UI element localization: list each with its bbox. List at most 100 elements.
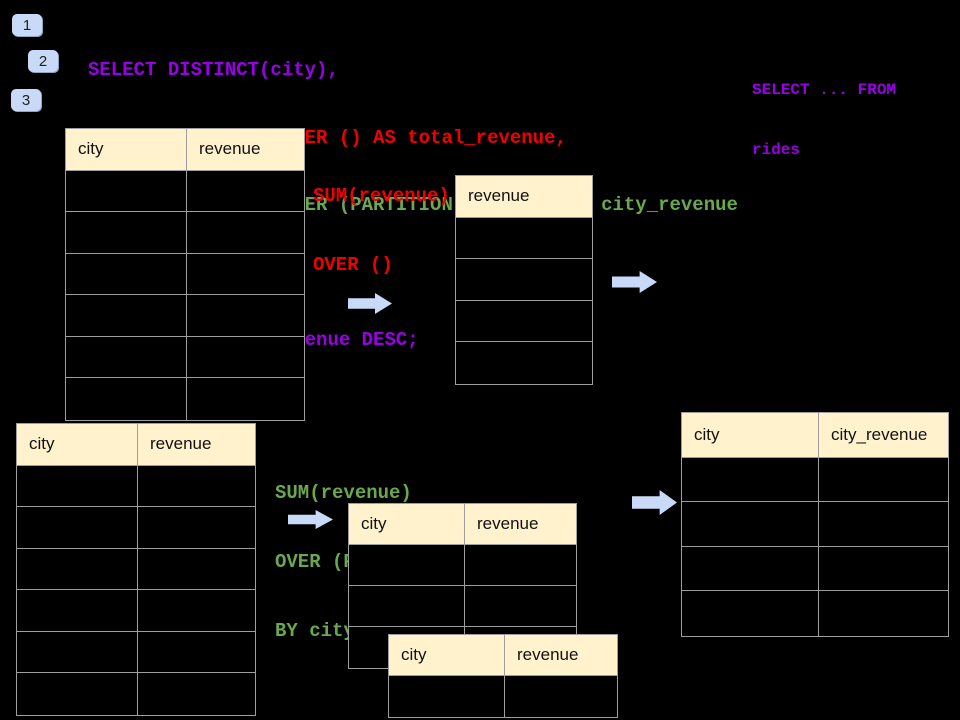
annotation-total-line-2: OVER () <box>313 254 393 276</box>
table-cell-empty <box>66 212 186 253</box>
step-badge-3: 3 <box>11 89 41 111</box>
table-row <box>682 457 948 502</box>
table-cell-empty <box>464 586 576 626</box>
table-cell-empty <box>66 254 186 295</box>
table-cell-empty <box>456 342 592 384</box>
table-row <box>66 336 304 378</box>
arrow-right-icon <box>612 271 657 293</box>
table-cell-empty <box>818 591 948 636</box>
annotation-total-line-1: SUM(revenue) <box>313 185 450 207</box>
table-row <box>17 631 255 673</box>
table-cell-empty <box>818 546 948 590</box>
table-cell-empty <box>456 301 592 342</box>
table-cell-empty <box>17 673 137 715</box>
column-header-city: city <box>29 434 55 454</box>
column-header-city: city <box>361 514 387 533</box>
table-cell-empty <box>504 676 617 717</box>
table-cell-empty <box>389 676 504 717</box>
table-cell-empty <box>349 545 464 585</box>
column-header-revenue: revenue <box>504 635 617 675</box>
column-header-revenue: revenue <box>137 424 255 465</box>
side-note-line-2: rides <box>752 141 801 159</box>
table-row <box>456 301 592 342</box>
table-cell-empty <box>186 170 304 211</box>
table-cell-empty <box>137 465 255 506</box>
table-cell-empty <box>17 590 137 631</box>
table-row <box>66 170 304 212</box>
table-source-rides-bottom: city revenue <box>16 423 256 716</box>
table-cell-empty <box>456 259 592 300</box>
annotation-sum-over-total: SUM(revenue) OVER () <box>313 139 450 323</box>
table-row <box>456 218 592 259</box>
arrow-right-icon <box>632 490 677 515</box>
table-header-row: city city_revenue <box>682 413 948 458</box>
step-badge-1: 1 <box>12 14 42 36</box>
table-cell-empty <box>137 590 255 631</box>
column-header-city: city <box>78 139 104 159</box>
table-cell-empty <box>66 337 186 378</box>
table-row <box>682 591 948 636</box>
step-badge-2: 2 <box>28 50 58 72</box>
table-cell-empty <box>186 336 304 377</box>
table-cell-empty <box>186 378 304 420</box>
table-row <box>17 465 255 507</box>
arrow-right-icon <box>288 510 333 529</box>
table-cell-empty <box>17 507 137 548</box>
annotation-partition-line-1: SUM(revenue) <box>275 482 412 504</box>
table-header-row: city revenue <box>17 424 255 466</box>
table-cell-empty <box>186 253 304 294</box>
table-header-row: city revenue <box>389 635 617 676</box>
table-row <box>682 546 948 591</box>
column-header-city_revenue: city_revenue <box>818 413 948 457</box>
table-header-row: city revenue <box>66 129 304 171</box>
table-row <box>17 590 255 632</box>
table-cell-empty <box>66 295 186 336</box>
table-row <box>66 253 304 295</box>
side-note-line-1: SELECT ... FROM <box>752 81 897 99</box>
table-row <box>66 212 304 254</box>
table-cell-empty <box>349 586 464 626</box>
table-city-revenue-result: city city_revenue <box>681 412 949 637</box>
column-header-revenue: revenue <box>186 129 304 170</box>
table-cell-empty <box>137 507 255 548</box>
sql-line-select: SELECT DISTINCT(city), <box>88 59 339 81</box>
table-row <box>682 502 948 547</box>
table-cell-empty <box>66 378 186 420</box>
table-cell-empty <box>137 673 255 715</box>
table-cell-empty <box>66 171 186 212</box>
table-cell-empty <box>682 591 818 636</box>
table-row <box>66 295 304 337</box>
table-cell-empty <box>456 218 592 259</box>
table-row <box>66 378 304 420</box>
table-cell-empty <box>17 632 137 673</box>
table-row <box>389 676 617 717</box>
table-cell-empty <box>137 548 255 589</box>
arrow-right-icon <box>348 293 392 314</box>
table-row <box>456 342 592 384</box>
table-row <box>17 507 255 549</box>
table-cell-empty <box>137 631 255 672</box>
table-row <box>349 545 576 586</box>
table-header-row: city revenue <box>349 504 576 545</box>
table-cell-empty <box>17 466 137 507</box>
table-cell-empty <box>682 547 818 591</box>
table-cell-empty <box>186 295 304 336</box>
table-cell-empty <box>186 212 304 253</box>
table-header-row: revenue <box>456 176 592 218</box>
table-cell-empty <box>682 502 818 546</box>
column-header-revenue: revenue <box>464 504 576 544</box>
table-row <box>17 673 255 715</box>
column-header-city: city <box>694 424 720 444</box>
table-row <box>456 259 592 301</box>
table-partition-back: city revenue <box>388 634 618 718</box>
table-row <box>17 548 255 590</box>
table-cell-empty <box>17 549 137 590</box>
table-cell-empty <box>818 502 948 546</box>
table-total-revenue: revenue <box>455 175 593 385</box>
table-cell-empty <box>682 458 818 502</box>
table-cell-empty <box>464 545 576 585</box>
column-header-city: city <box>401 645 427 664</box>
side-note-select-from-rides: SELECT ... FROM rides <box>752 40 896 200</box>
table-row <box>349 586 576 627</box>
